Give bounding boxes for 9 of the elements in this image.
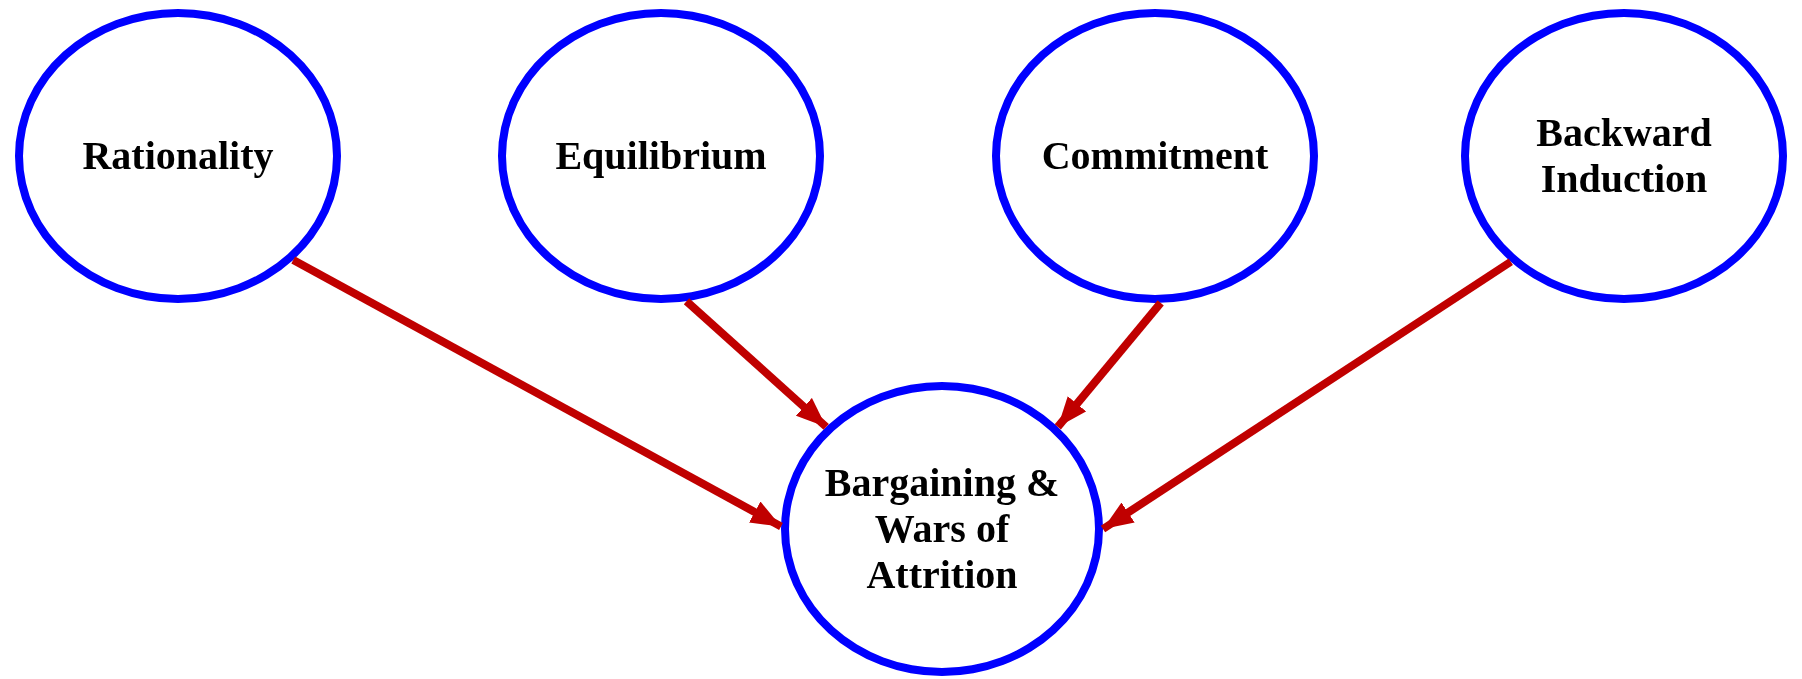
node-label: Rationality: [82, 133, 274, 179]
arrow: [683, 298, 829, 430]
arrow: [1054, 300, 1164, 430]
node-label: Commitment: [1041, 133, 1269, 179]
arrow: [291, 256, 783, 530]
node-label: Equilibrium: [555, 133, 767, 179]
node-label: Bargaining & Wars of Attrition: [823, 460, 1061, 598]
node-label: Backward Induction: [1535, 110, 1713, 202]
arrow: [1100, 258, 1513, 533]
